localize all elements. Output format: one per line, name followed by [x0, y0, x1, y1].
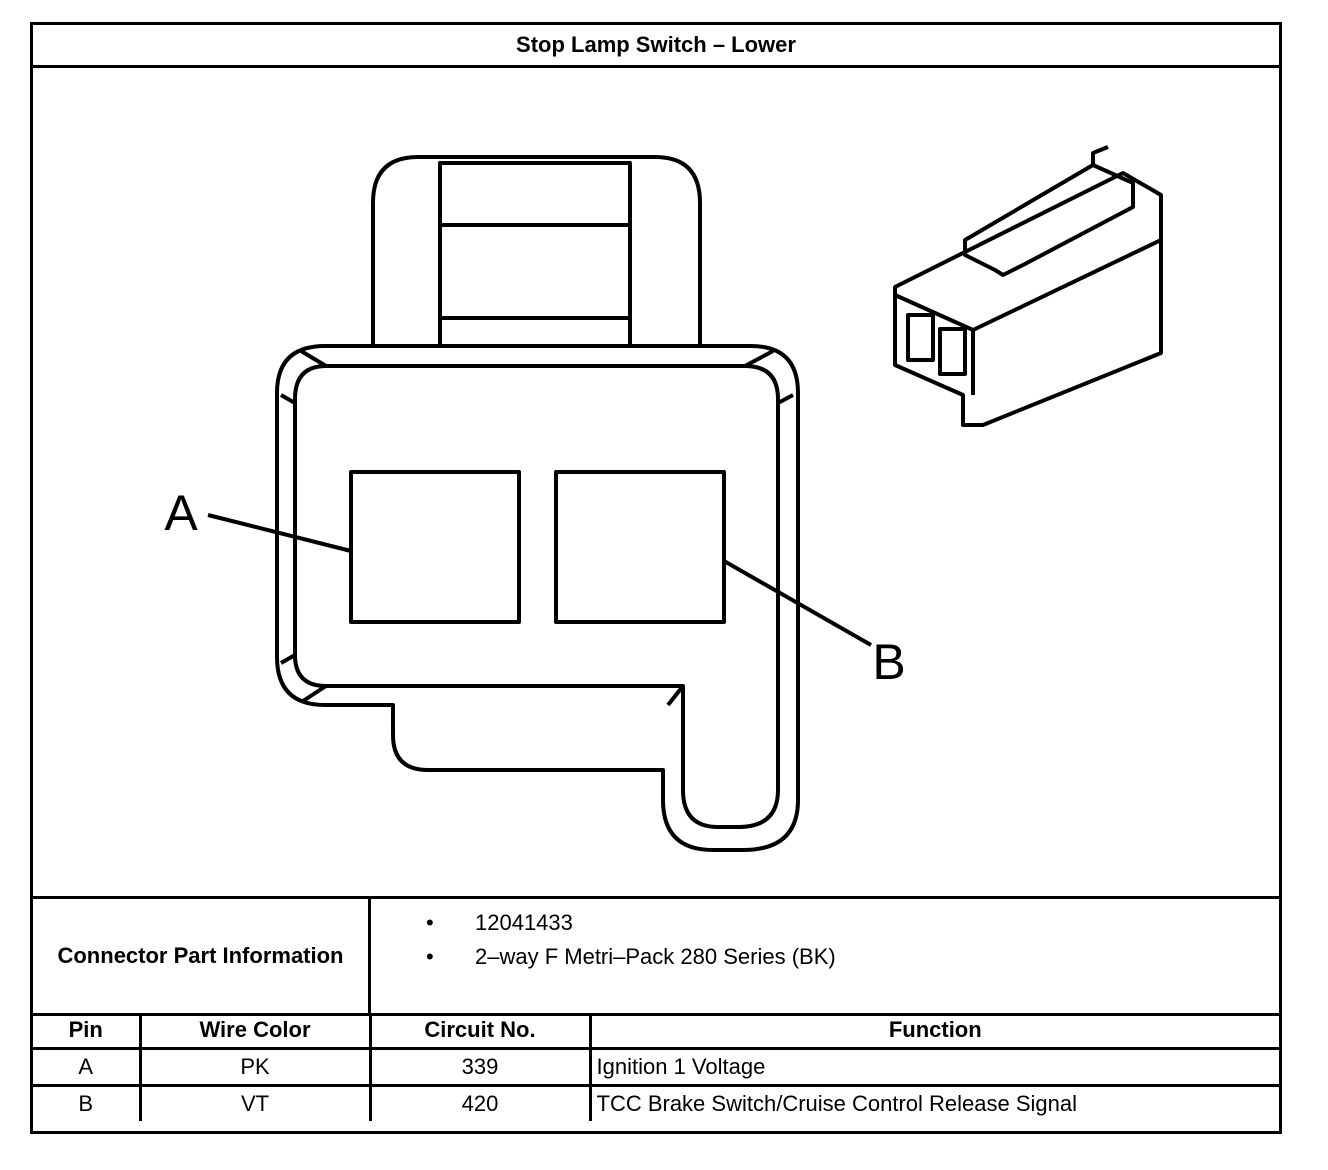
- connector-diagram: A B: [33, 65, 1279, 899]
- connector-body-inner: [293, 364, 780, 829]
- pin-label-a: A: [164, 485, 198, 541]
- leader-line-b: [723, 559, 872, 647]
- column-header-pin: Pin: [33, 1013, 142, 1050]
- latch-window: [438, 161, 632, 320]
- column-header-function: Function: [588, 1013, 1279, 1050]
- list-item: • 12041433: [371, 909, 1279, 943]
- cell-wire-color: VT: [138, 1084, 372, 1121]
- table-row: A PK 339 Ignition 1 Voltage: [33, 1047, 1279, 1087]
- column-header-wire-color: Wire Color: [138, 1013, 372, 1050]
- cavity-b: [554, 470, 726, 624]
- connector-part-info-label: Connector Part Information: [33, 899, 371, 1013]
- connector-part-info-list: • 12041433 • 2–way F Metri–Pack 280 Seri…: [371, 909, 1279, 977]
- connector-description: 2–way F Metri–Pack 280 Series (BK): [475, 944, 836, 969]
- cell-circuit: 420: [368, 1084, 592, 1121]
- table-header-row: Pin Wire Color Circuit No. Function: [33, 1013, 1279, 1050]
- cell-function: Ignition 1 Voltage: [588, 1047, 1279, 1087]
- pin-table: Pin Wire Color Circuit No. Function A PK…: [33, 1013, 1279, 1121]
- connector-face-drawing: A B: [164, 145, 1163, 852]
- cell-pin: B: [33, 1084, 142, 1121]
- bullet: •: [426, 910, 434, 935]
- leader-line-a: [207, 513, 352, 553]
- connector-sheet: Stop Lamp Switch – Lower: [30, 22, 1282, 1134]
- table-row: B VT 420 TCC Brake Switch/Cruise Control…: [33, 1084, 1279, 1121]
- latch-tab: [371, 155, 702, 348]
- page-title: Stop Lamp Switch – Lower: [33, 25, 1279, 68]
- list-item: • 2–way F Metri–Pack 280 Series (BK): [371, 943, 1279, 977]
- cell-wire-color: PK: [138, 1047, 372, 1087]
- connector-isometric-illustration: [893, 145, 1163, 427]
- bullet: •: [426, 944, 434, 969]
- cell-circuit: 339: [368, 1047, 592, 1087]
- connector-body-outer: [275, 344, 800, 852]
- cell-function: TCC Brake Switch/Cruise Control Release …: [588, 1084, 1279, 1121]
- column-header-circuit: Circuit No.: [368, 1013, 592, 1050]
- cavity-a: [349, 470, 521, 624]
- part-number: 12041433: [475, 910, 573, 935]
- pin-label-b: B: [872, 634, 905, 690]
- cell-pin: A: [33, 1047, 142, 1087]
- connector-part-info: Connector Part Information • 12041433 • …: [33, 899, 1279, 1016]
